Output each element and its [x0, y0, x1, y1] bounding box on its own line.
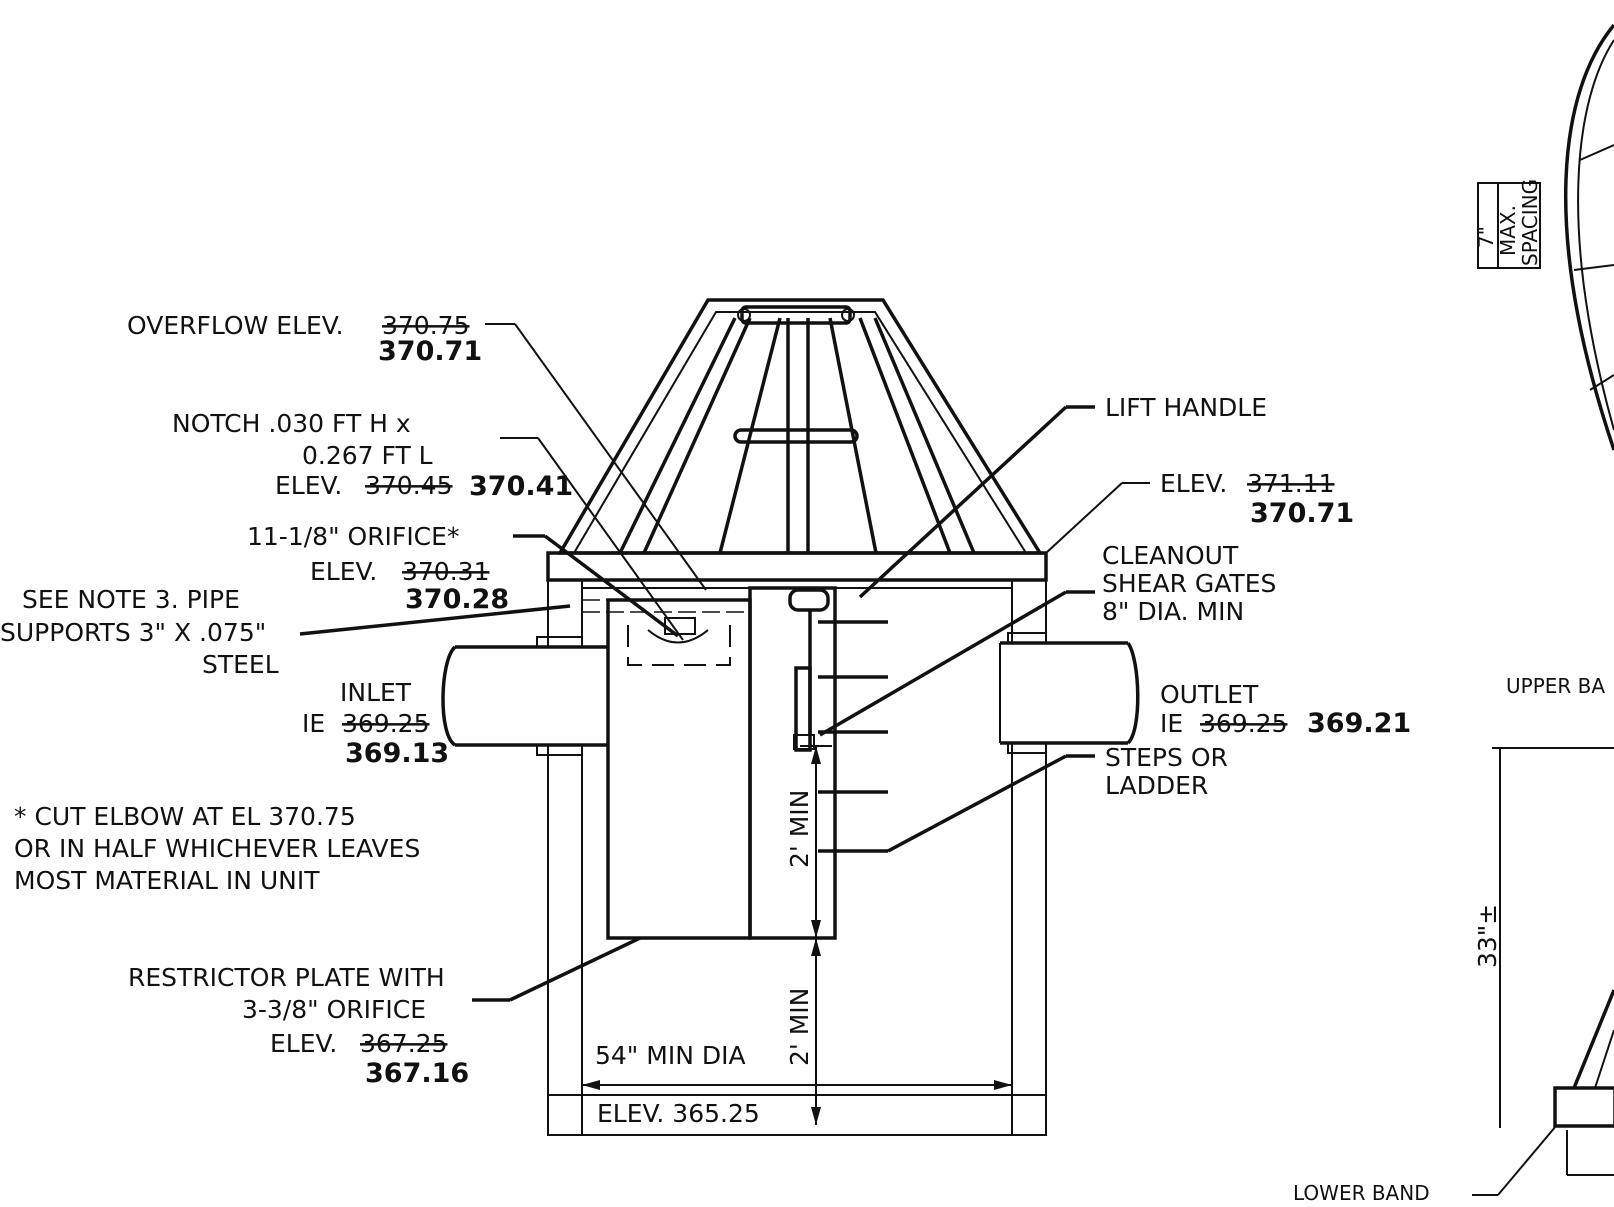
cleanout-line1: CLEANOUT	[1102, 541, 1239, 570]
pipe-support-line2: SUPPORTS 3" X .075"	[0, 618, 266, 647]
min-dia-label: 54" MIN DIA	[595, 1041, 746, 1070]
cut-elbow-note-line3: MOST MATERIAL IN UNIT	[14, 866, 320, 895]
overflow-new-elev: 370.71	[378, 336, 482, 367]
riser-tee	[582, 586, 837, 940]
cleanout-line3: 8" DIA. MIN	[1102, 597, 1244, 626]
top-old-elev: 371.11	[1247, 469, 1334, 498]
inlet-ie-label: IE	[302, 709, 325, 738]
dimensions	[582, 745, 1012, 1125]
manhole-structure	[299, 298, 1150, 1136]
debris-cage	[556, 298, 1044, 555]
orifice-elev-label: ELEV.	[310, 557, 377, 586]
spacing-max-label: MAX.	[1496, 205, 1520, 256]
spacing-7-label: 7"	[1474, 226, 1498, 248]
outlet-new-ie: 369.21	[1307, 708, 1411, 739]
cut-elbow-note-line2: OR IN HALF WHICHEVER LEAVES	[14, 834, 420, 863]
outlet-old-ie: 369.25	[1200, 709, 1287, 738]
top-elev-label: ELEV.	[1160, 469, 1227, 498]
min-upper-dim: 2' MIN	[785, 790, 814, 868]
upper-band-label: UPPER BA	[1506, 674, 1605, 698]
restrictor-old-elev: 367.25	[360, 1029, 447, 1058]
inlet-new-ie: 369.13	[345, 738, 449, 769]
notch-line1: NOTCH .030 FT H x	[172, 409, 411, 438]
min-lower-dim: 2' MIN	[785, 988, 814, 1066]
steps	[818, 620, 888, 853]
notch-elev-label: ELEV.	[275, 471, 342, 500]
steps-line2: LADDER	[1105, 771, 1208, 800]
cover-detail-view	[1477, 23, 1614, 451]
orifice-new-elev: 370.28	[405, 584, 509, 615]
orifice-old-elev: 370.31	[402, 557, 489, 586]
lift-handle-label: LIFT HANDLE	[1105, 393, 1267, 422]
dim-33-label: 33"±	[1473, 904, 1502, 968]
restrictor-new-elev: 367.16	[365, 1058, 469, 1089]
spacing-word-label: SPACING	[1518, 179, 1542, 266]
notch-old-elev: 370.45	[365, 471, 452, 500]
restrictor-line1: RESTRICTOR PLATE WITH	[128, 963, 445, 992]
outlet-label: OUTLET	[1160, 680, 1259, 709]
inlet-old-ie: 369.25	[342, 709, 429, 738]
outlet-ie-label: IE	[1160, 709, 1183, 738]
notch-new-elev: 370.41	[469, 471, 573, 502]
steps-line1: STEPS OR	[1105, 743, 1228, 772]
overflow-old-elev: 370.75	[382, 311, 469, 340]
leaders	[299, 323, 1150, 1002]
inlet-label: INLET	[340, 678, 412, 707]
notch-line2: 0.267 FT L	[302, 441, 433, 470]
lower-band-label: LOWER BAND	[1293, 1181, 1430, 1205]
top-new-elev: 370.71	[1250, 498, 1354, 529]
inlet-pipe	[440, 636, 610, 756]
bottom-elev-label: ELEV. 365.25	[597, 1099, 760, 1128]
restrictor-elev-label: ELEV.	[270, 1029, 337, 1058]
pipe-support-line1: SEE NOTE 3. PIPE	[22, 585, 240, 614]
overflow-label: OVERFLOW ELEV.	[127, 311, 344, 340]
pipe-support-line3: STEEL	[202, 650, 279, 679]
cut-elbow-note-line1: * CUT ELBOW AT EL 370.75	[14, 802, 356, 831]
outlet-pipe	[999, 632, 1140, 754]
band-detail-view	[1472, 747, 1614, 1196]
orifice-label: 11-1/8" ORIFICE*	[247, 522, 459, 551]
cleanout-line2: SHEAR GATES	[1102, 569, 1276, 598]
restrictor-line2: 3-3/8" ORIFICE	[242, 995, 426, 1024]
